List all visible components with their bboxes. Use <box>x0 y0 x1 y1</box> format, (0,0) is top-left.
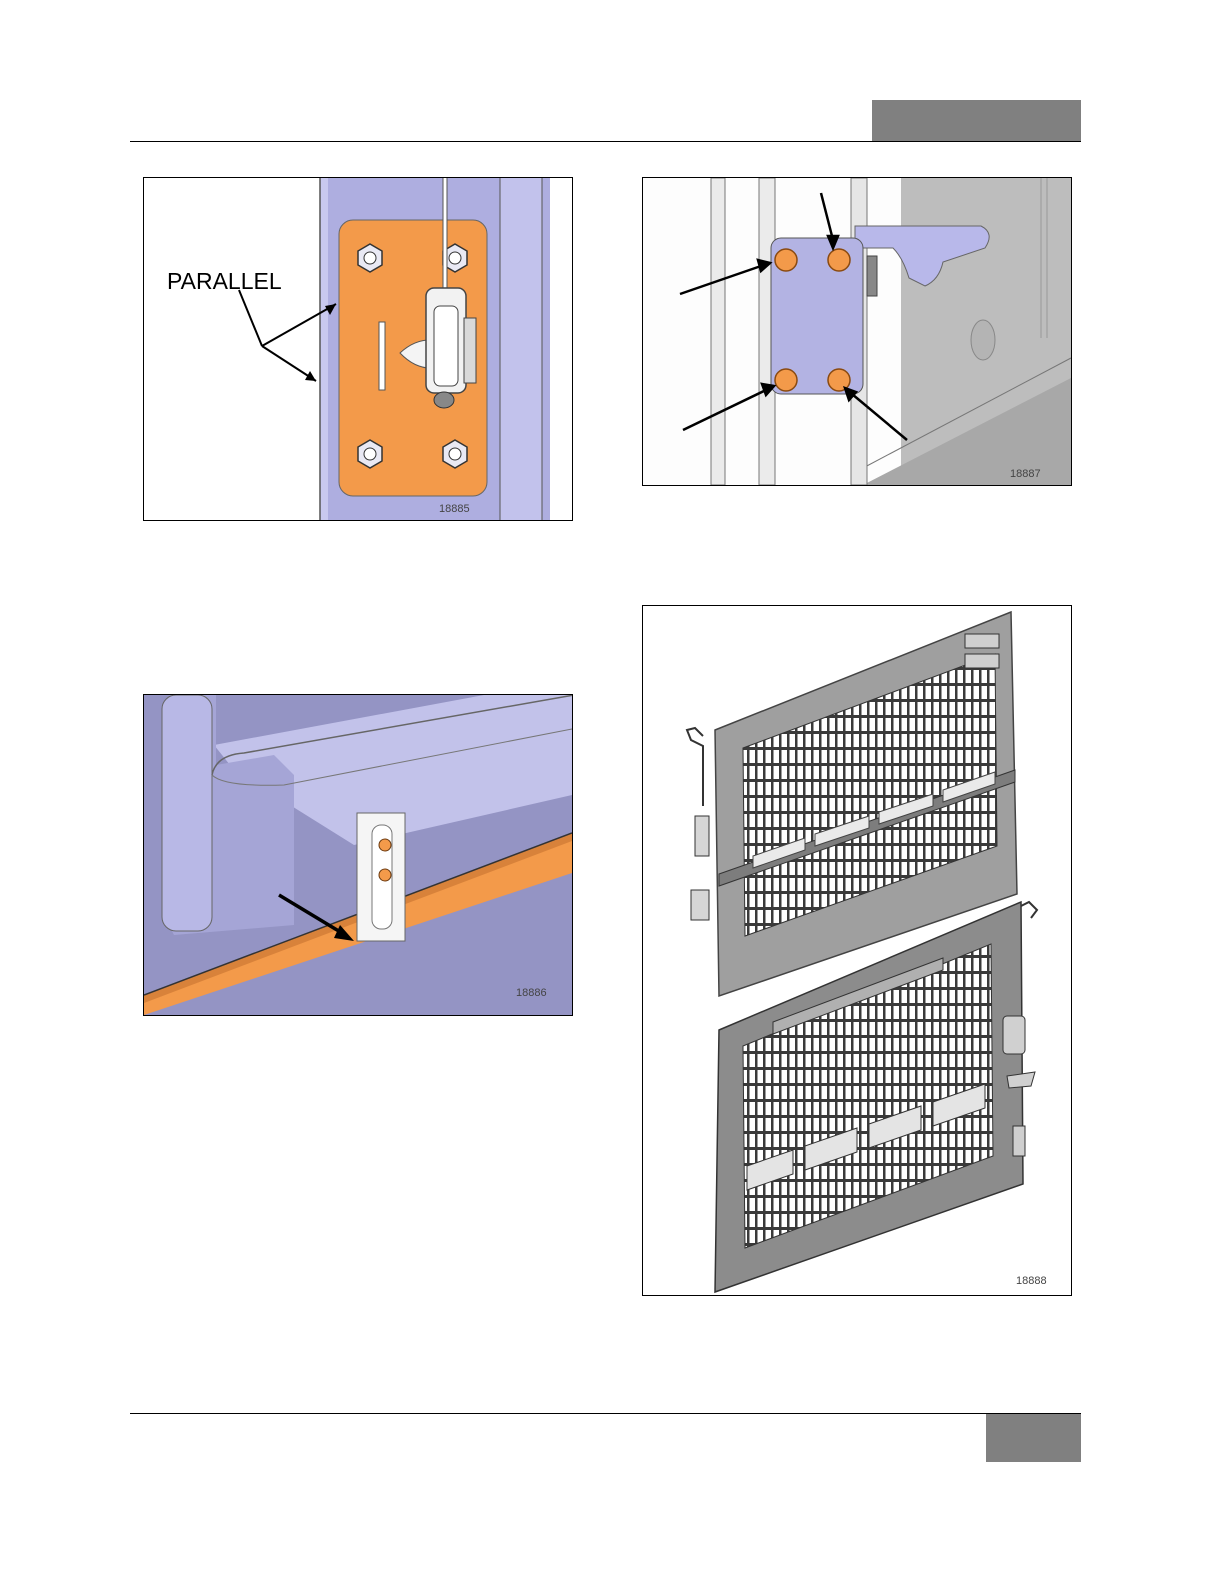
figure-18887-illustration: 18887 <box>643 178 1071 485</box>
header-rule <box>130 141 1081 142</box>
parallel-label: PARALLEL <box>167 268 282 294</box>
footer-tab <box>986 1414 1081 1462</box>
figure-18885: PARALLEL 18885 <box>143 177 573 521</box>
figure-18886-illustration: 18886 <box>144 695 572 1015</box>
footer-rule <box>130 1413 1081 1414</box>
figure-number: 18887 <box>1010 468 1041 480</box>
figure-18888: 18888 <box>642 605 1072 1296</box>
figure-number: 18888 <box>1016 1275 1047 1287</box>
figure-18887: 18887 <box>642 177 1072 486</box>
figure-number: 18886 <box>516 987 547 999</box>
header-tab <box>872 100 1081 141</box>
figure-18886: 18886 <box>143 694 573 1016</box>
figure-number: 18885 <box>439 503 470 515</box>
figure-18885-illustration: PARALLEL 18885 <box>144 178 572 520</box>
figure-18888-illustration: 18888 <box>643 606 1071 1295</box>
